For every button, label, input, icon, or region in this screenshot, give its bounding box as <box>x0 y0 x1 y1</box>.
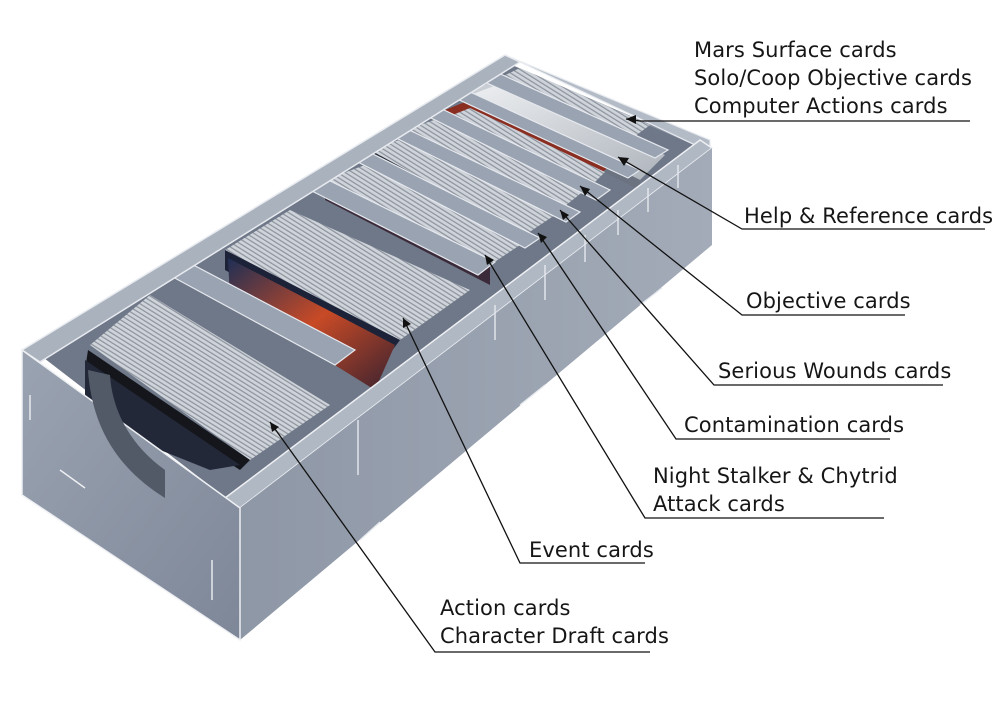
leader-line-action <box>269 421 650 653</box>
label-serious-wounds: Serious Wounds cards <box>718 359 952 383</box>
label-objective: Objective cards <box>746 289 911 313</box>
label-mars-surface-group: Mars Surface cards Solo/Coop Objective c… <box>694 36 972 120</box>
leader-arrowheads <box>270 115 636 432</box>
leader-line-contamination <box>537 232 890 440</box>
label-contamination: Contamination cards <box>684 413 905 437</box>
label-night-stalker-line1: Night Stalker & Chytrid <box>653 464 898 488</box>
label-solo-coop-objective: Solo/Coop Objective cards <box>694 66 973 90</box>
leader-lines <box>269 118 985 653</box>
label-character-draft: Character Draft cards <box>440 624 670 648</box>
label-night-stalker-group: Night Stalker & Chytrid Attack cards <box>653 462 898 518</box>
leader-line-event <box>402 317 645 564</box>
card-stack-action <box>85 295 330 470</box>
card-stack-serious-wounds <box>405 118 585 210</box>
leader-line-serious-wounds <box>559 209 943 386</box>
label-computer-actions: Computer Actions cards <box>694 94 948 118</box>
card-stack-objective <box>440 100 610 185</box>
leader-line-night-stalker <box>484 254 884 519</box>
label-help-reference: Help & Reference cards <box>744 204 994 228</box>
label-action: Action cards <box>440 596 571 620</box>
tray-dividers <box>158 71 670 366</box>
leader-line-help-reference <box>617 156 985 230</box>
label-action-group: Action cards Character Draft cards <box>440 594 669 650</box>
tray-body <box>20 54 714 642</box>
leader-line-objective <box>579 185 905 316</box>
label-event: Event cards <box>529 538 654 562</box>
card-stack-event <box>225 210 470 390</box>
label-night-stalker-line2: Attack cards <box>653 492 785 516</box>
label-mars-surface: Mars Surface cards <box>694 38 897 62</box>
